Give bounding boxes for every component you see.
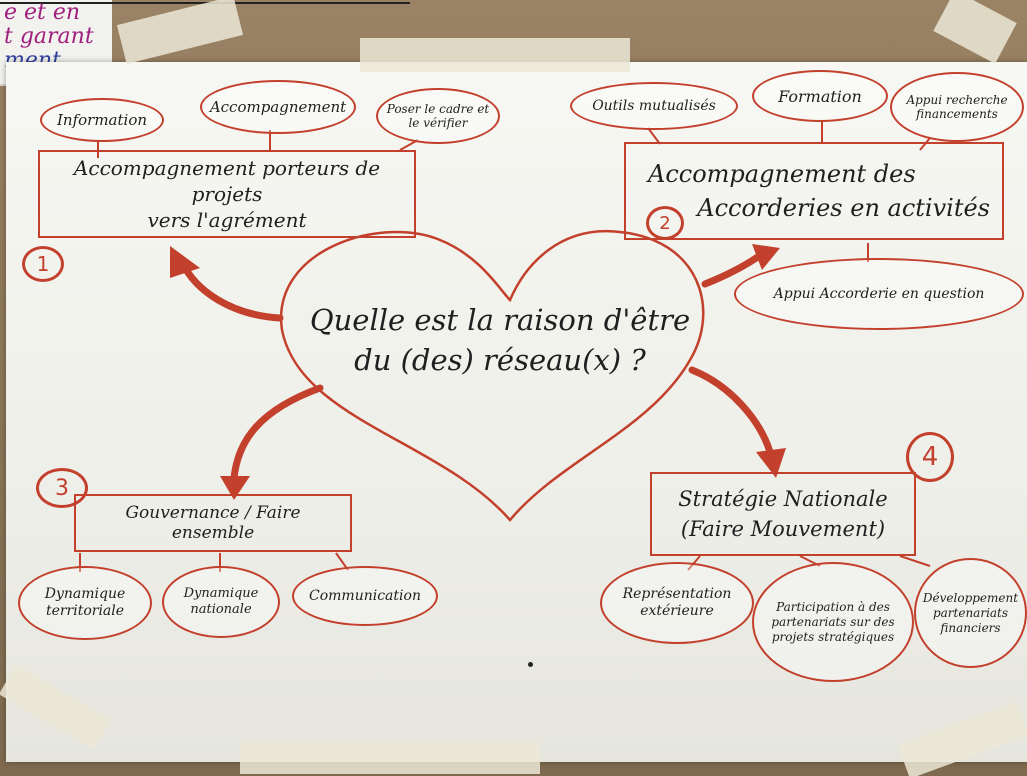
block-1-item-cadre: Poser le cadre et le vérifier [376,88,500,144]
block-1-number-badge: 1 [22,246,64,282]
block-3-item-territoriale: Dynamique territoriale [18,566,152,640]
connector-b2-financements [919,137,931,151]
block-4-number-badge: 4 [906,432,954,482]
arrowhead-block-3 [220,476,250,500]
connector-b4-developpement [899,555,931,567]
block-1-title-line-1: Accompagnement porteurs de projets [73,156,381,206]
corner-note-line-2: t garant [4,24,94,49]
block-2-title-line-1: Accompagnement des [648,160,916,188]
central-question-line-2: du (des) réseau(x) ? [354,343,646,377]
connector-b2-outils [647,127,661,145]
block-2-number-badge: 2 [646,206,684,240]
block-3-number-badge: 3 [36,468,88,508]
block-4-title-line-2: (Faire Mouvement) [680,517,886,541]
block-4-item-representation: Représentation extérieure [600,562,754,644]
block-3-item-communication: Communication [292,566,438,626]
block-3-item-nationale: Dynamique nationale [162,566,280,638]
block-4-title: Stratégie Nationale (Faire Mouvement) [650,472,916,556]
tape-top-center [360,38,630,72]
ink-dot [528,662,533,667]
block-2-item-financements: Appui recherche financements [890,72,1024,142]
central-question-line-1: Quelle est la raison d'être [309,303,691,337]
block-4-item-developpement: Développement partenariats financiers [914,558,1027,668]
block-3-title: Gouvernance / Faire ensemble [74,494,352,552]
block-2-title-line-2: Accorderies en activités [697,194,990,222]
arrowhead-block-2 [752,244,780,270]
block-1-item-information: Information [40,98,164,142]
arrowhead-block-1 [170,246,200,278]
block-4-title-line-1: Stratégie Nationale [678,487,888,511]
arrow-to-block-3 [230,384,324,482]
corner-note-line-1: e et en [4,0,81,25]
heart-shape [279,229,705,522]
block-2-title: Accompagnement des Accorderies en activi… [624,142,1004,240]
arrow-to-block-4 [688,366,774,456]
block-2-item-formation: Formation [752,70,888,122]
block-2-item-accorderie: Appui Accorderie en question [734,258,1024,330]
block-1-item-accompagnement: Accompagnement [200,80,356,134]
block-1-title: Accompagnement porteurs de projets vers … [38,150,416,238]
tape-bottom-center [240,742,540,774]
block-4-item-participation: Participation à des partenariats sur des… [752,562,914,682]
block-1-title-line-2: vers l'agrément [147,208,307,232]
arrowhead-block-4 [756,448,786,478]
arrow-to-block-1 [178,258,284,322]
block-2-item-outils: Outils mutualisés [570,82,738,130]
block-3-title-line-1: Gouvernance / Faire ensemble [125,503,301,543]
central-question: Quelle est la raison d'être du (des) rés… [300,300,700,380]
